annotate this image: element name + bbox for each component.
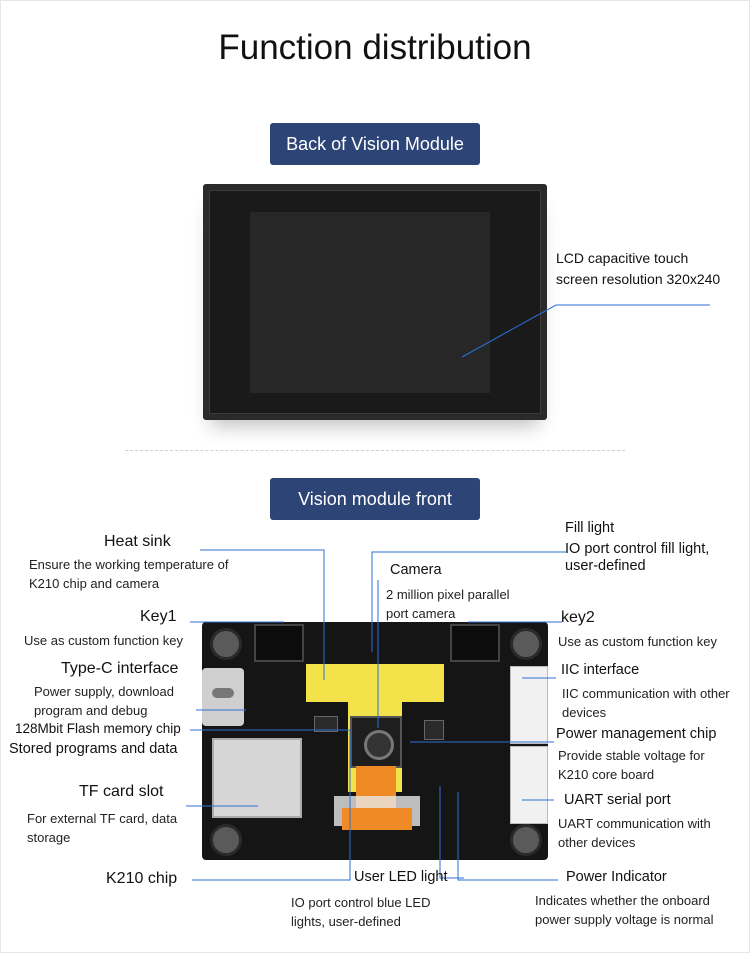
heat-sink-title: Heat sink bbox=[104, 533, 171, 550]
iic-desc: IIC communication with other devices bbox=[562, 686, 730, 720]
user-led-title: User LED light bbox=[354, 869, 448, 885]
screw-icon bbox=[210, 824, 242, 856]
section-divider bbox=[125, 450, 625, 451]
screw-icon bbox=[510, 628, 542, 660]
lcd-screen bbox=[250, 212, 490, 393]
camera-title: Camera bbox=[390, 562, 442, 578]
flash-desc: Stored programs and data bbox=[9, 741, 178, 757]
lcd-label: LCD capacitive touch screen resolution 3… bbox=[556, 250, 721, 287]
heat-sink-desc: Ensure the working temperature of K210 c… bbox=[29, 557, 229, 591]
uart-connector bbox=[510, 746, 548, 824]
heat-sink bbox=[306, 664, 444, 702]
k210-title: K210 chip bbox=[106, 870, 178, 887]
key2-title: key2 bbox=[561, 609, 595, 626]
flash-title: 128Mbit Flash memory chip bbox=[15, 721, 181, 736]
lcd-module-back bbox=[203, 184, 547, 420]
back-section-label: Back of Vision Module bbox=[270, 123, 480, 165]
page-title: Function distribution bbox=[218, 28, 532, 67]
power-indicator-title: Power Indicator bbox=[566, 869, 667, 885]
key1-desc: Use as custom function key bbox=[24, 633, 183, 648]
camera-desc: 2 million pixel parallel port camera bbox=[386, 587, 510, 621]
type-c-desc: Power supply, download program and debug bbox=[34, 684, 174, 718]
power-chip-desc: Provide stable voltage for K210 core boa… bbox=[558, 748, 705, 782]
tf-card-slot bbox=[212, 738, 302, 818]
front-section-label: Vision module front bbox=[270, 478, 480, 520]
screw-icon bbox=[510, 824, 542, 856]
key2-desc: Use as custom function key bbox=[558, 634, 717, 649]
type-c-title: Type-C interface bbox=[61, 660, 179, 677]
power-chip-title: Power management chip bbox=[556, 726, 717, 742]
power-indicator-desc: Indicates whether the onboard power supp… bbox=[535, 893, 714, 927]
flash-chip bbox=[314, 716, 338, 732]
camera-mount-base bbox=[342, 808, 412, 830]
key1-button bbox=[254, 624, 304, 662]
fill-light-desc: IO port control fill light, user-defined bbox=[565, 541, 710, 574]
pcb-board bbox=[202, 622, 548, 860]
fill-light-title: Fill light bbox=[565, 520, 615, 536]
camera-module bbox=[350, 716, 402, 768]
key2-button bbox=[450, 624, 500, 662]
power-chip bbox=[424, 720, 444, 740]
iic-connector bbox=[510, 666, 548, 744]
user-led-desc: IO port control blue LED lights, user-de… bbox=[291, 895, 431, 929]
tf-card-desc: For external TF card, data storage bbox=[27, 811, 178, 845]
key1-title: Key1 bbox=[140, 608, 177, 625]
type-c-port bbox=[202, 668, 244, 726]
uart-desc: UART communication with other devices bbox=[558, 816, 711, 850]
uart-title: UART serial port bbox=[564, 792, 671, 808]
iic-title: IIC interface bbox=[561, 662, 640, 678]
tf-card-title: TF card slot bbox=[79, 783, 164, 800]
screw-icon bbox=[210, 628, 242, 660]
